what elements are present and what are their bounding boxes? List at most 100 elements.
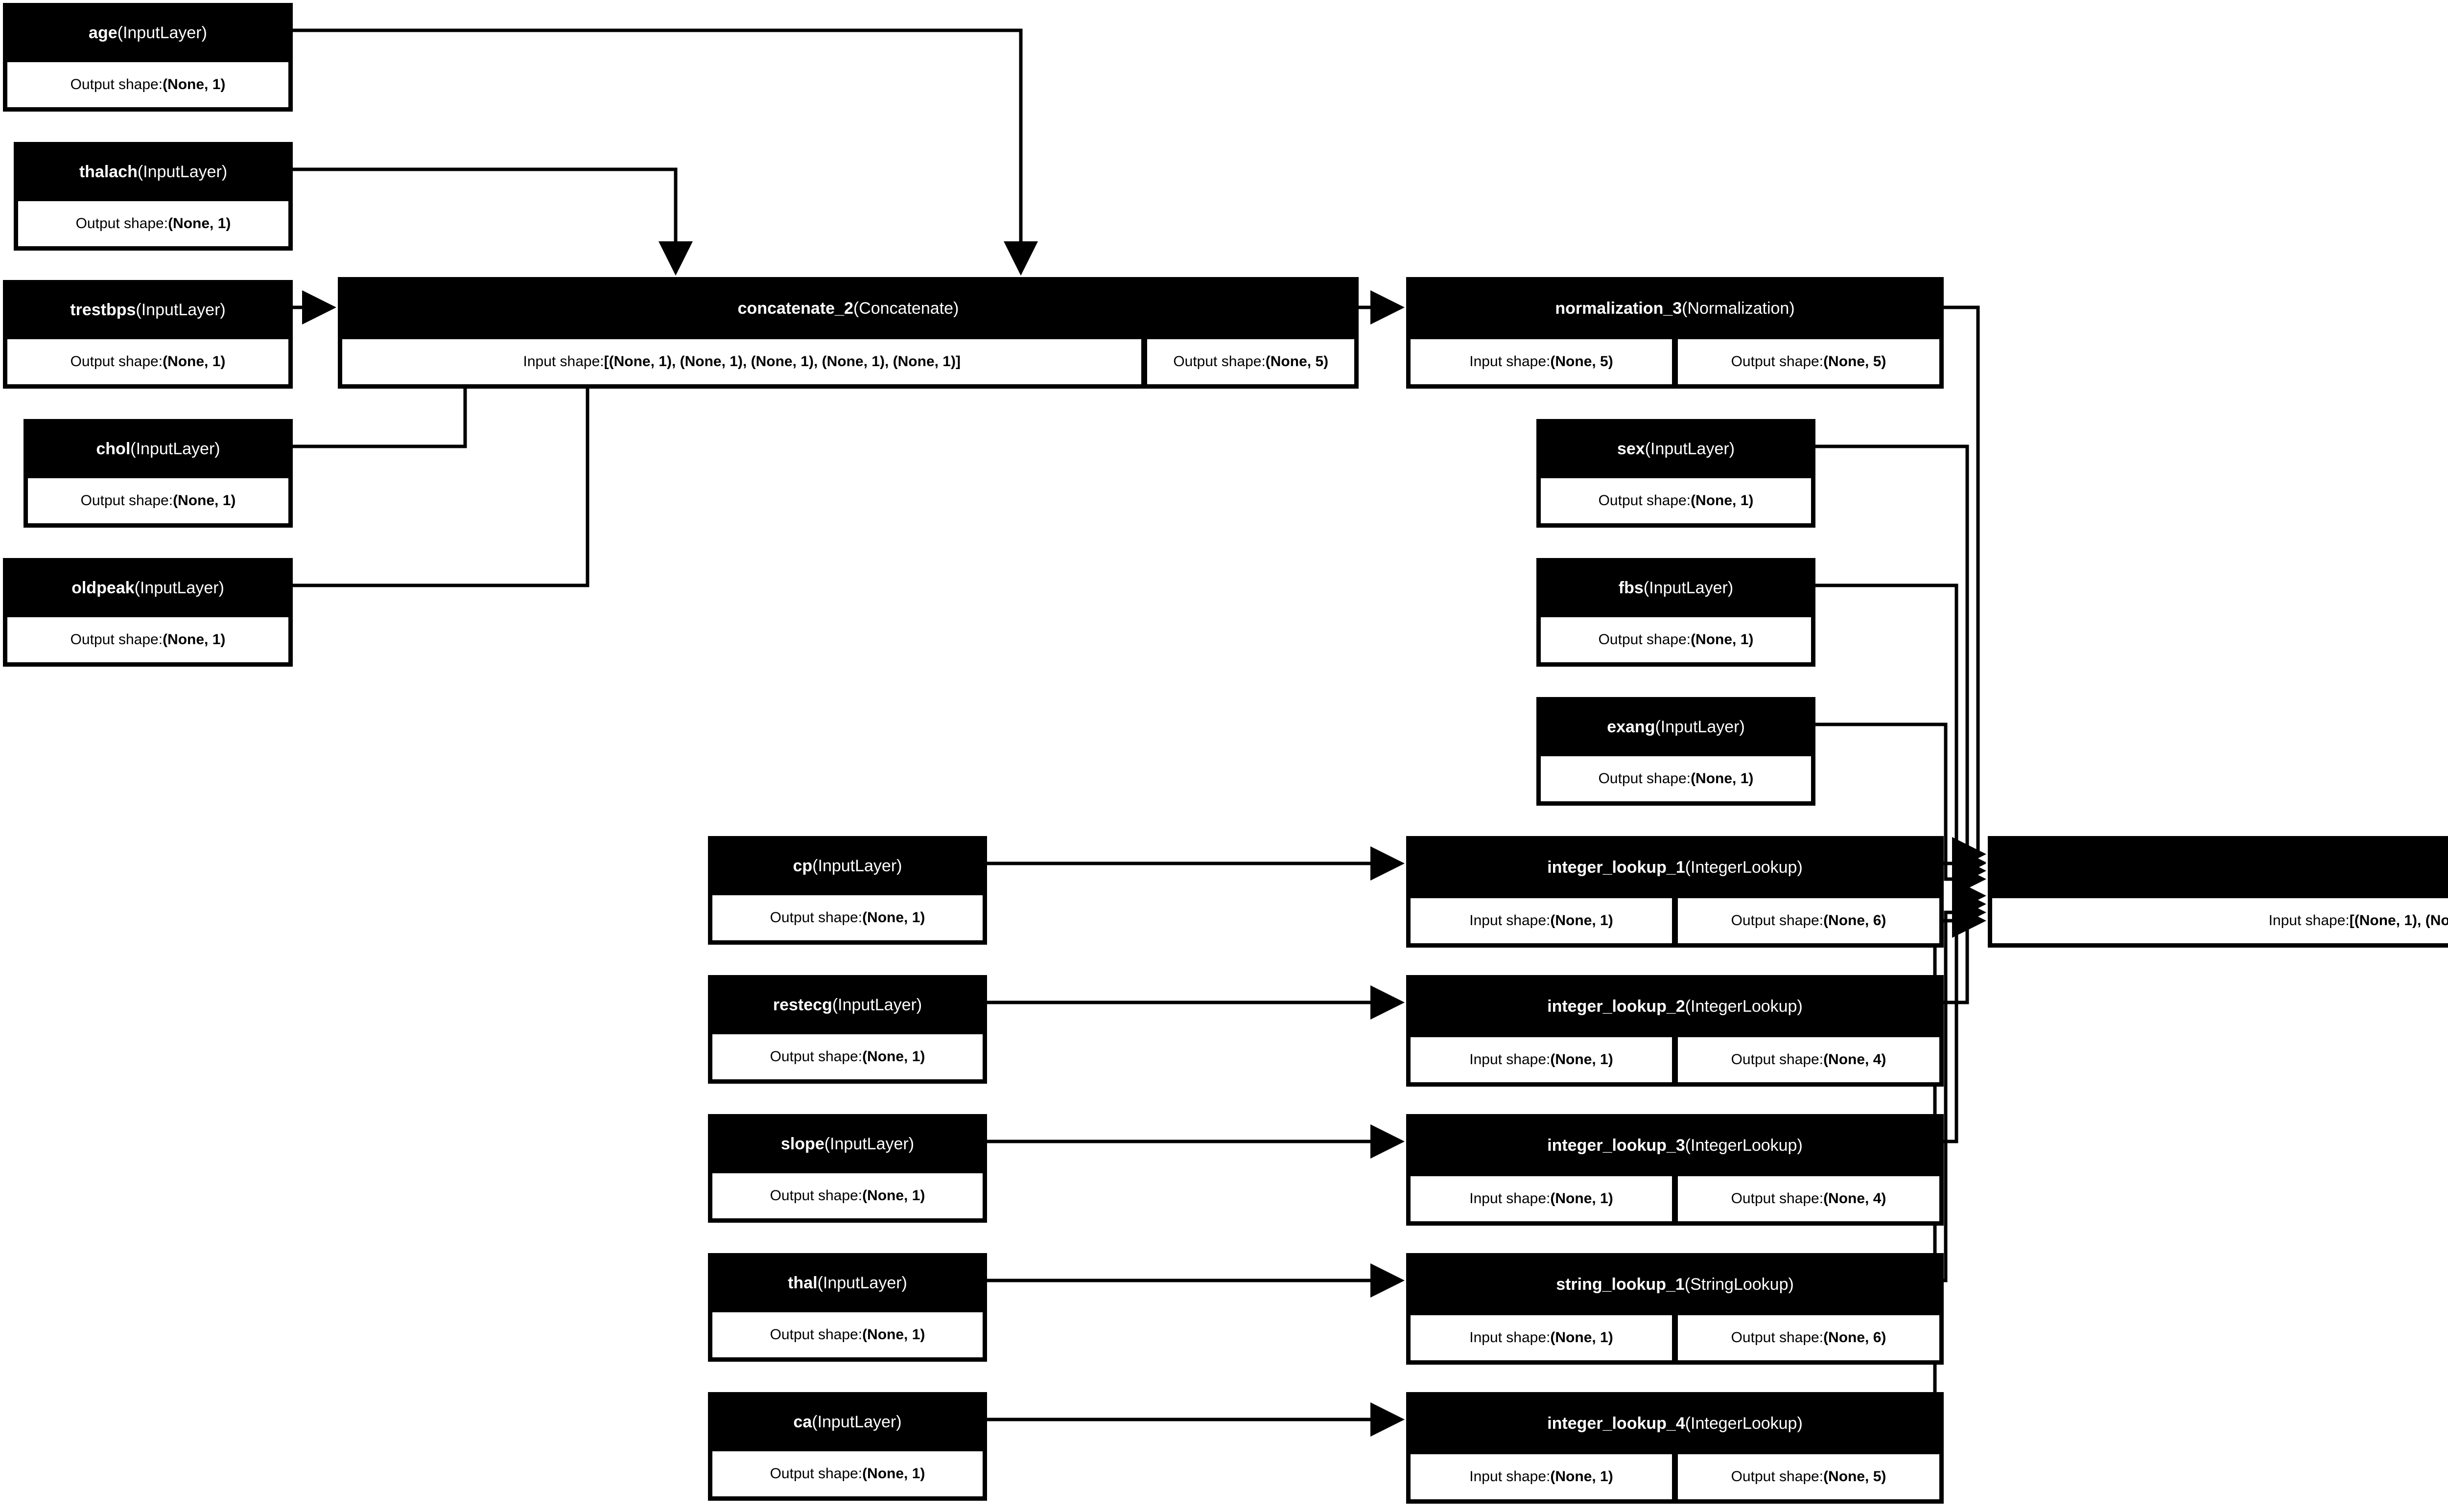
output-shape-value-fbs: (None, 1) xyxy=(1691,631,1754,648)
output-shape-integer_lookup_3: Output shape: (None, 4) xyxy=(1676,1175,1941,1223)
input-shape-label-concatenate_2: Input shape: xyxy=(523,353,604,370)
output-shape-sex: Output shape: (None, 1) xyxy=(1539,477,1812,525)
node-age[interactable]: age (InputLayer)Output shape: (None, 1) xyxy=(3,3,293,112)
output-shape-integer_lookup_1: Output shape: (None, 6) xyxy=(1676,897,1941,945)
node-shapes-restecg: Output shape: (None, 1) xyxy=(711,1033,984,1081)
node-class-restecg: (InputLayer) xyxy=(832,996,922,1015)
output-shape-value-thal: (None, 1) xyxy=(862,1326,925,1343)
input-shape-label-integer_lookup_2: Input shape: xyxy=(1469,1051,1551,1068)
node-integer_lookup_1[interactable]: integer_lookup_1 (IntegerLookup) Input sh… xyxy=(1406,836,1944,948)
node-trestbps[interactable]: trestbps (InputLayer)Output shape: (None… xyxy=(3,280,293,389)
input-shape-label-integer_lookup_3: Input shape: xyxy=(1469,1190,1551,1207)
node-class-integer_lookup_1: (IntegerLookup) xyxy=(1685,858,1803,877)
output-shape-label-ca: Output shape: xyxy=(770,1465,863,1482)
node-title-age: age (InputLayer) xyxy=(6,6,290,61)
node-name-restecg: restecg xyxy=(773,996,832,1015)
node-name-normalization_3: normalization_3 xyxy=(1555,299,1682,318)
node-title-integer_lookup_4: integer_lookup_4 (IntegerLookup) xyxy=(1409,1395,1941,1453)
output-shape-value-string_lookup_1: (None, 6) xyxy=(1823,1329,1886,1346)
node-concatenate_3[interactable]: concatenate_3 (Concatenate)Input shape: … xyxy=(1988,836,2448,948)
node-exang[interactable]: exang (InputLayer)Output shape: (None, 1… xyxy=(1536,697,1815,806)
node-name-trestbps: trestbps xyxy=(70,301,136,320)
output-shape-label-integer_lookup_3: Output shape: xyxy=(1731,1190,1824,1207)
output-shape-label-oldpeak: Output shape: xyxy=(70,631,163,648)
output-shape-integer_lookup_4: Output shape: (None, 5) xyxy=(1676,1453,1941,1501)
node-class-normalization_3: (Normalization) xyxy=(1682,299,1795,318)
output-shape-value-integer_lookup_1: (None, 6) xyxy=(1823,912,1886,929)
node-name-thalach: thalach xyxy=(79,163,138,182)
input-shape-integer_lookup_2: Input shape: (None, 1) xyxy=(1409,1036,1673,1084)
output-shape-value-integer_lookup_4: (None, 5) xyxy=(1823,1468,1886,1485)
output-shape-normalization_3: Output shape: (None, 5) xyxy=(1676,338,1941,386)
input-shape-value-integer_lookup_4: (None, 1) xyxy=(1550,1468,1613,1485)
node-name-integer_lookup_3: integer_lookup_3 xyxy=(1547,1136,1685,1155)
node-name-age: age xyxy=(89,23,118,43)
node-restecg[interactable]: restecg (InputLayer)Output shape: (None,… xyxy=(708,975,987,1084)
node-title-normalization_3: normalization_3 (Normalization) xyxy=(1409,280,1941,338)
input-shape-concatenate_2: Input shape: [(None, 1), (None, 1), (Non… xyxy=(341,338,1143,386)
node-class-integer_lookup_4: (IntegerLookup) xyxy=(1685,1414,1803,1433)
node-thalach[interactable]: thalach (InputLayer)Output shape: (None,… xyxy=(14,142,293,251)
output-shape-thal: Output shape: (None, 1) xyxy=(711,1311,984,1359)
input-shape-label-string_lookup_1: Input shape: xyxy=(1469,1329,1551,1346)
node-name-integer_lookup_1: integer_lookup_1 xyxy=(1547,858,1685,877)
node-chol[interactable]: chol (InputLayer)Output shape: (None, 1) xyxy=(24,419,293,528)
output-shape-value-integer_lookup_2: (None, 4) xyxy=(1823,1051,1886,1068)
node-shapes-cp: Output shape: (None, 1) xyxy=(711,894,984,942)
node-name-cp: cp xyxy=(793,857,813,876)
node-integer_lookup_4[interactable]: integer_lookup_4 (IntegerLookup)Input sh… xyxy=(1406,1392,1944,1504)
node-sex[interactable]: sex (InputLayer)Output shape: (None, 1) xyxy=(1536,419,1815,528)
input-shape-integer_lookup_4: Input shape: (None, 1) xyxy=(1409,1453,1673,1501)
node-class-exang: (InputLayer) xyxy=(1655,718,1745,737)
node-normalization_3[interactable]: normalization_3 (Normalization)Input sha… xyxy=(1406,277,1944,389)
node-string_lookup_1[interactable]: string_lookup_1 (StringLookup) Input shap… xyxy=(1406,1253,1944,1365)
output-shape-label-integer_lookup_1: Output shape: xyxy=(1731,912,1824,929)
node-name-exang: exang xyxy=(1607,718,1655,737)
node-title-ca: ca (InputLayer) xyxy=(711,1395,984,1450)
output-shape-value-thalach: (None, 1) xyxy=(168,215,231,232)
node-shapes-chol: Output shape: (None, 1) xyxy=(26,477,290,525)
node-class-cp: (InputLayer) xyxy=(812,857,902,876)
output-shape-value-integer_lookup_3: (None, 4) xyxy=(1823,1190,1886,1207)
node-class-integer_lookup_2: (IntegerLookup) xyxy=(1685,997,1803,1016)
node-class-string_lookup_1: (StringLookup) xyxy=(1684,1275,1794,1294)
node-title-restecg: restecg (InputLayer) xyxy=(711,978,984,1033)
output-shape-label-restecg: Output shape: xyxy=(770,1048,863,1065)
node-oldpeak[interactable]: oldpeak (InputLayer)Output shape: (None,… xyxy=(3,558,293,667)
node-class-sex: (InputLayer) xyxy=(1645,440,1735,459)
node-title-chol: chol (InputLayer) xyxy=(26,422,290,477)
node-cp[interactable]: cp (InputLayer) Output shape: (None, 1) xyxy=(708,836,987,945)
node-thal[interactable]: thal (InputLayer)Output shape: (None, 1) xyxy=(708,1253,987,1362)
input-shape-integer_lookup_1: Input shape: (None, 1) xyxy=(1409,897,1673,945)
node-class-slope: (InputLayer) xyxy=(824,1135,915,1154)
node-integer_lookup_2[interactable]: integer_lookup_2 (IntegerLookup)Input sh… xyxy=(1406,975,1944,1087)
node-shapes-fbs: Output shape: (None, 1) xyxy=(1539,616,1812,664)
node-shapes-age: Output shape: (None, 1) xyxy=(6,61,290,109)
node-shapes-integer_lookup_1: Input shape: (None, 1)Output shape: (Non… xyxy=(1409,897,1941,945)
edge-stringlookup1-to-concatenate3 xyxy=(1944,895,1986,1282)
node-concatenate_2[interactable]: concatenate_2 (Concatenate)Input shape: … xyxy=(338,277,1359,389)
output-shape-label-exang: Output shape: xyxy=(1598,770,1691,787)
edge-age-to-concatenate2 xyxy=(293,28,1038,276)
output-shape-label-fbs: Output shape: xyxy=(1598,631,1691,648)
output-shape-integer_lookup_2: Output shape: (None, 4) xyxy=(1676,1036,1941,1084)
node-shapes-oldpeak: Output shape: (None, 1) xyxy=(6,616,290,664)
output-shape-slope: Output shape: (None, 1) xyxy=(711,1172,984,1220)
edge-fbs-to-concatenate3 xyxy=(1815,583,1986,888)
node-class-thalach: (InputLayer) xyxy=(137,163,228,182)
node-slope[interactable]: slope (InputLayer)Output shape: (None, 1… xyxy=(708,1114,987,1223)
input-shape-value-string_lookup_1: (None, 1) xyxy=(1550,1329,1613,1346)
output-shape-cp: Output shape: (None, 1) xyxy=(711,894,984,942)
output-shape-value-cp: (None, 1) xyxy=(862,909,925,926)
node-integer_lookup_3[interactable]: integer_lookup_3 (IntegerLookup)Input sh… xyxy=(1406,1114,1944,1226)
node-ca[interactable]: ca (InputLayer)Output shape: (None, 1) xyxy=(708,1392,987,1501)
node-fbs[interactable]: fbs (InputLayer)Output shape: (None, 1) xyxy=(1536,558,1815,667)
output-shape-oldpeak: Output shape: (None, 1) xyxy=(6,616,290,664)
node-shapes-concatenate_2: Input shape: [(None, 1), (None, 1), (Non… xyxy=(341,338,1356,386)
input-shape-value-integer_lookup_2: (None, 1) xyxy=(1550,1051,1613,1068)
input-shape-value-integer_lookup_1: (None, 1) xyxy=(1550,912,1613,929)
output-shape-value-restecg: (None, 1) xyxy=(862,1048,925,1065)
node-name-string_lookup_1: string_lookup_1 xyxy=(1556,1275,1685,1294)
output-shape-concatenate_2: Output shape: (None, 5) xyxy=(1146,338,1356,386)
